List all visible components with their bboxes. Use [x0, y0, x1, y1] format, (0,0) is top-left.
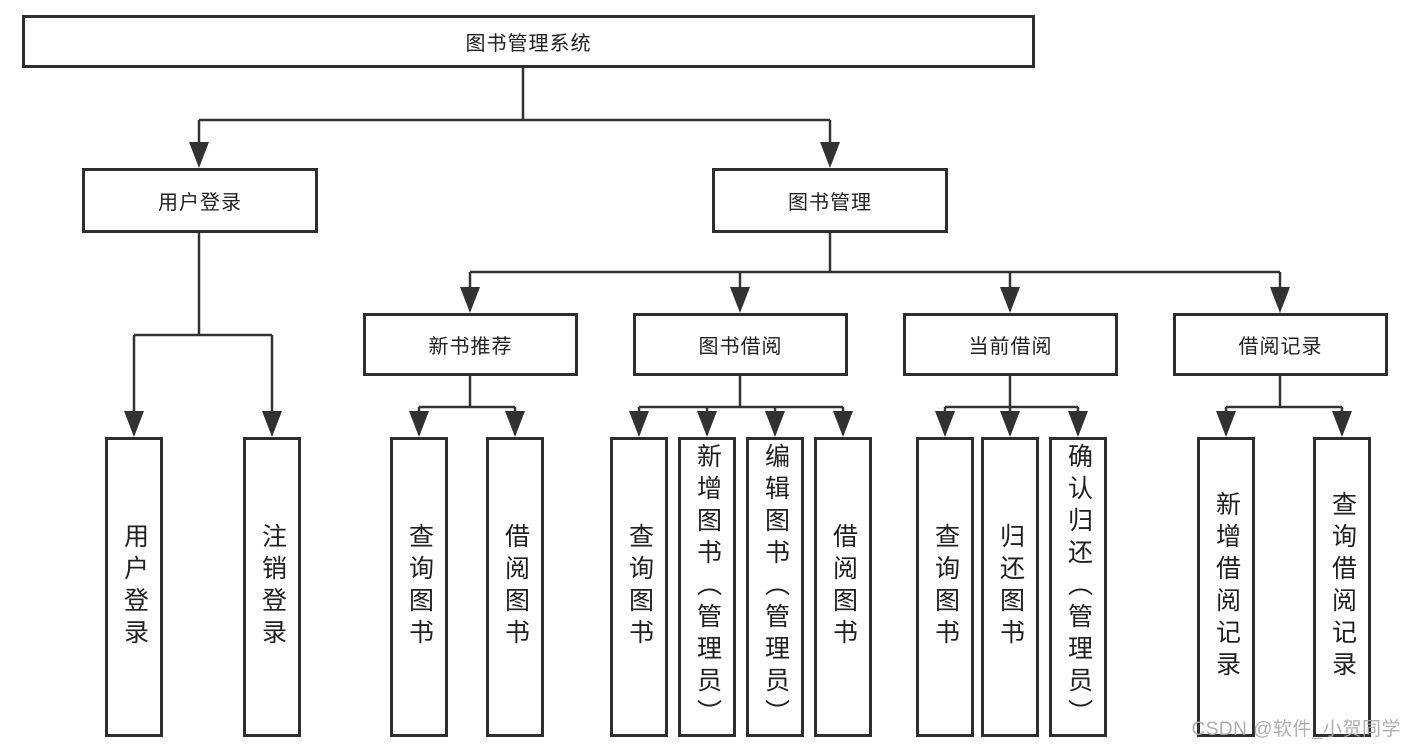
arrow-down-icon: [1068, 411, 1088, 437]
node-leaf-borrow-books-1: 借阅图书: [486, 437, 544, 737]
node-current-borrow-label: 当前借阅: [968, 336, 1053, 358]
node-leaf-borrow-books-1-label: 借阅图书: [501, 523, 530, 651]
node-leaf-query-books-1: 查询图书: [390, 437, 448, 737]
arrow-down-icon: [460, 287, 480, 313]
arrow-down-icon: [409, 411, 429, 437]
node-leaf-edit-book-admin: 编辑图书（管理员）: [746, 437, 804, 737]
arrow-down-icon: [262, 411, 282, 437]
arrowheads: [124, 142, 1352, 437]
arrow-down-icon: [629, 411, 649, 437]
arrow-down-icon: [935, 411, 955, 437]
node-leaf-query-borrow-record-label: 查询借阅记录: [1328, 491, 1357, 683]
node-leaf-query-books-1-label: 查询图书: [405, 523, 434, 651]
node-leaf-add-book-admin-label: 新增图书（管理员）: [693, 443, 722, 731]
node-leaf-borrow-books-2-label: 借阅图书: [829, 523, 858, 651]
node-book-borrow: 图书借阅: [633, 313, 848, 376]
node-user-login: 用户登录: [82, 168, 318, 233]
arrow-down-icon: [833, 411, 853, 437]
connector-new-book-branch: [417, 376, 517, 413]
arrow-down-icon: [1216, 411, 1236, 437]
node-leaf-edit-book-admin-label: 编辑图书（管理员）: [761, 443, 790, 731]
arrow-down-icon: [765, 411, 785, 437]
node-book-management: 图书管理: [712, 168, 948, 233]
watermark: CSDN @软件_小贺同学: [1191, 719, 1401, 740]
arrow-down-icon: [1332, 411, 1352, 437]
connector-root-to-level2: [197, 68, 832, 144]
arrow-down-icon: [189, 142, 209, 168]
node-leaf-logout-login: 注销登录: [243, 437, 301, 737]
node-leaf-return-book-label: 归还图书: [996, 523, 1025, 651]
node-root-label: 图书管理系统: [465, 33, 592, 55]
node-leaf-confirm-return-admin-label: 确认归还（管理员）: [1064, 443, 1093, 731]
node-leaf-query-books-3-label: 查询图书: [931, 523, 960, 651]
node-leaf-user-login-label: 用户登录: [120, 523, 149, 651]
node-leaf-user-login: 用户登录: [105, 437, 163, 737]
node-leaf-query-borrow-record: 查询借阅记录: [1313, 437, 1371, 737]
connector-borrow-records-branch: [1224, 376, 1344, 413]
arrow-down-icon: [1000, 411, 1020, 437]
arrow-down-icon: [124, 411, 144, 437]
node-leaf-confirm-return-admin: 确认归还（管理员）: [1049, 437, 1107, 737]
node-borrow-records-label: 借阅记录: [1238, 336, 1323, 358]
arrow-down-icon: [505, 411, 525, 437]
node-user-login-label: 用户登录: [158, 192, 242, 214]
node-leaf-borrow-books-2: 借阅图书: [814, 437, 872, 737]
node-leaf-add-borrow-record-label: 新增借阅记录: [1212, 491, 1241, 683]
connector-current-borrow-branch: [943, 376, 1080, 413]
arrow-down-icon: [730, 287, 750, 313]
node-leaf-query-books-2-label: 查询图书: [625, 523, 654, 651]
connector-book-borrow-branch: [637, 376, 845, 413]
node-new-book-recommend-label: 新书推荐: [428, 336, 513, 358]
node-book-management-label: 图书管理: [788, 192, 872, 214]
node-root: 图书管理系统: [22, 15, 1035, 68]
node-leaf-return-book: 归还图书: [981, 437, 1039, 737]
arrow-down-icon: [1270, 287, 1290, 313]
node-borrow-records: 借阅记录: [1173, 313, 1388, 376]
arrow-down-icon: [697, 411, 717, 437]
node-leaf-query-books-2: 查询图书: [610, 437, 668, 737]
arrow-down-icon: [820, 142, 840, 168]
node-leaf-logout-login-label: 注销登录: [258, 523, 287, 651]
node-current-borrow: 当前借阅: [903, 313, 1118, 376]
arrow-down-icon: [1000, 287, 1020, 313]
node-leaf-add-borrow-record: 新增借阅记录: [1197, 437, 1255, 737]
node-new-book-recommend: 新书推荐: [363, 313, 578, 376]
node-book-borrow-label: 图书借阅: [698, 336, 783, 358]
node-leaf-add-book-admin: 新增图书（管理员）: [678, 437, 736, 737]
node-leaf-query-books-3: 查询图书: [916, 437, 974, 737]
connector-book-management-branch: [468, 233, 1282, 289]
connector-user-login-branch: [132, 233, 274, 413]
